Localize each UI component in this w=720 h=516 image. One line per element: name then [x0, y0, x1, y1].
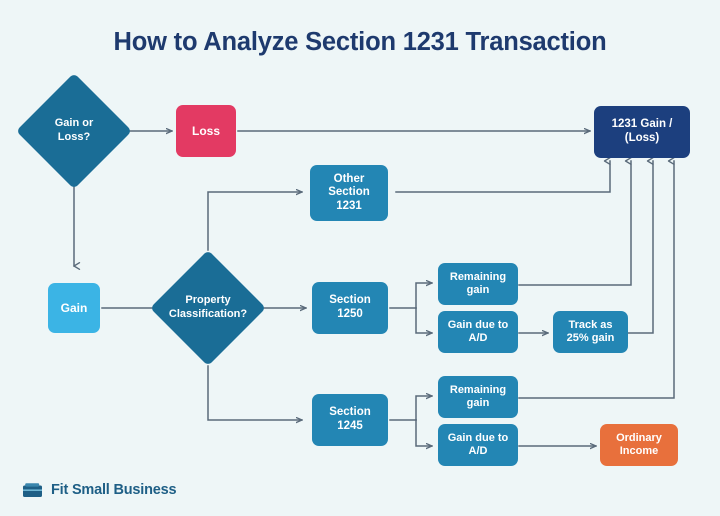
node-loss[interactable]: Loss	[176, 105, 236, 157]
node-label: Loss	[191, 123, 220, 138]
node-property-classification[interactable]: Property Classification?	[150, 250, 266, 366]
node-gain[interactable]: Gain	[48, 283, 100, 333]
node-label: Gain or Loss?	[54, 117, 94, 143]
node-label: Section 1245	[329, 406, 371, 432]
node-label: Track as 25% gain	[566, 319, 615, 344]
footer-brand: Fit Small Business	[22, 481, 177, 499]
brand-name: Fit Small Business	[51, 482, 177, 498]
node-label: Gain due to A/D	[447, 432, 509, 457]
node-track-as-25-gain[interactable]: Track as 25% gain	[553, 311, 628, 353]
node-remaining-gain-1245[interactable]: Remaining gain	[438, 376, 518, 418]
node-gain-due-to-ad-1250[interactable]: Gain due to A/D	[438, 311, 518, 353]
node-label: 1231 Gain / (Loss)	[611, 118, 673, 144]
node-label: Remaining gain	[449, 384, 507, 409]
node-label: Ordinary Income	[616, 432, 662, 457]
node-label: Section 1250	[329, 294, 371, 320]
node-section-1245[interactable]: Section 1245	[312, 394, 388, 446]
node-label: Gain due to A/D	[447, 319, 509, 344]
node-label: Gain	[60, 300, 88, 315]
node-label: Remaining gain	[449, 271, 507, 296]
node-remaining-gain-1250[interactable]: Remaining gain	[438, 263, 518, 305]
node-ordinary-income[interactable]: Ordinary Income	[600, 424, 678, 466]
node-section-1250[interactable]: Section 1250	[312, 282, 388, 334]
node-label: Other Section 1231	[328, 172, 370, 212]
node-gain-or-loss[interactable]: Gain or Loss?	[16, 73, 132, 189]
node-label: Property Classification?	[168, 294, 248, 320]
node-gain-due-to-ad-1245[interactable]: Gain due to A/D	[438, 424, 518, 466]
briefcase-icon	[23, 483, 42, 497]
node-other-section-1231[interactable]: Other Section 1231	[310, 165, 388, 221]
node-result-1231[interactable]: 1231 Gain / (Loss)	[594, 106, 690, 158]
page-title: How to Analyze Section 1231 Transaction	[113, 28, 607, 56]
